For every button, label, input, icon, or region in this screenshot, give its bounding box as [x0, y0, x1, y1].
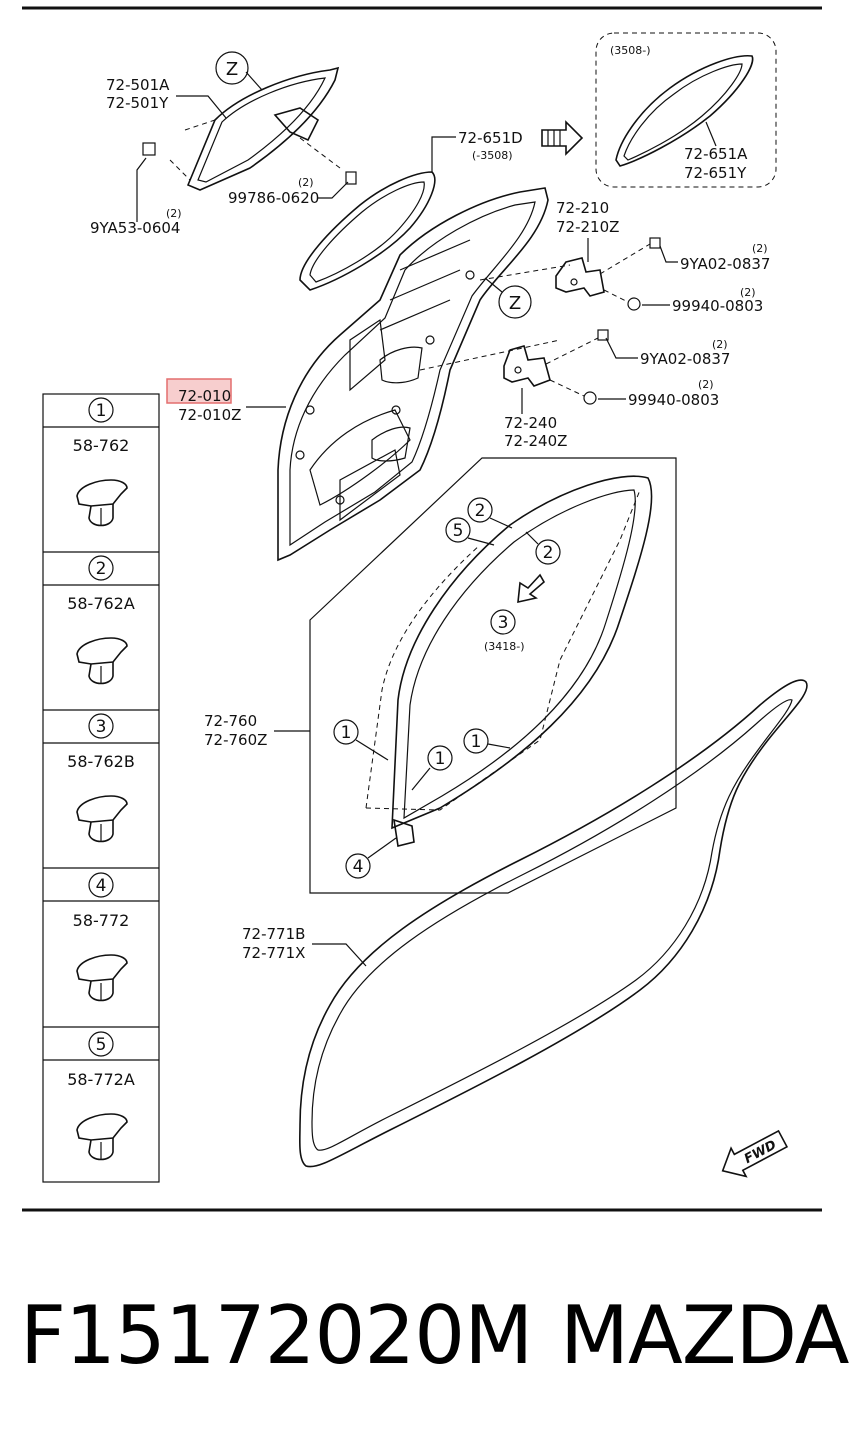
label-72-010[interactable]: 72-010 [178, 387, 231, 405]
label-99940-0803-lower-qty: (2) [698, 378, 714, 391]
fwd-label: FWD [742, 1138, 779, 1167]
label-99940-0803-upper-qty: (2) [740, 286, 756, 299]
label-72-240Z: 72-240Z [504, 432, 567, 450]
legend-num-3: 3 [96, 717, 107, 737]
svg-text:1: 1 [435, 749, 446, 769]
rear-quarter-glass [142, 66, 357, 191]
label-72-760Z: 72-760Z [204, 731, 267, 749]
legend-row-5: 5 58-772A [67, 1031, 135, 1161]
label-72-771X: 72-771X [242, 944, 305, 962]
clip-marker: 1 [411, 745, 453, 791]
label-9YA02-0837-upper: 9YA02-0837 [680, 255, 770, 273]
label-99786-0620-qty: (2) [298, 176, 314, 189]
clip-icon [76, 795, 128, 843]
svg-text:3: 3 [498, 613, 509, 633]
legend-num-4: 4 [96, 876, 107, 896]
label-9YA02-0837-lower-qty: (2) [712, 338, 728, 351]
label-72-760: 72-760 [204, 712, 257, 730]
label-72-210: 72-210 [556, 199, 609, 217]
clip-icon [76, 637, 128, 685]
clip-marker: 1 [333, 719, 389, 761]
label-9YA02-0837-lower: 9YA02-0837 [640, 350, 730, 368]
legend-part-1: 58-762 [73, 436, 130, 455]
footer-part-number: F15172020M [20, 1289, 533, 1382]
legend-num-5: 5 [96, 1035, 107, 1055]
label-72-210Z: 72-210Z [556, 218, 619, 236]
label-72-651D: 72-651D [458, 129, 523, 147]
svg-text:4: 4 [353, 857, 364, 877]
body-weatherstrip [298, 679, 808, 1168]
detail-mark-z-door: Z [509, 293, 521, 314]
legend-part-2: 58-762A [67, 594, 135, 613]
fwd-inset-arrow-icon [517, 573, 546, 604]
legend-part-5: 58-772A [67, 1070, 135, 1089]
label-9YA53-0604: 9YA53-0604 [90, 219, 180, 237]
svg-text:2: 2 [475, 501, 486, 521]
label-72-501A: 72-501A [106, 76, 170, 94]
hinge-lower [503, 329, 609, 405]
clip-icon [76, 954, 128, 1002]
footer-brand: MAZDA [560, 1289, 849, 1382]
label-99940-0803-upper: 99940-0803 [672, 297, 763, 315]
selected-part-highlight[interactable] [166, 378, 232, 404]
svg-text:1: 1 [471, 732, 482, 752]
label-72-240: 72-240 [504, 414, 557, 432]
label-72-501Y: 72-501Y [106, 94, 169, 112]
clip-marker: 4 [345, 837, 397, 879]
svg-text:1: 1 [341, 723, 352, 743]
clip-icon [76, 479, 128, 527]
label-99786-0620: 99786-0620 [228, 189, 319, 207]
svg-text:2: 2 [543, 543, 554, 563]
clip-marker: 2 [525, 531, 561, 565]
label-99940-0803-lower: 99940-0803 [628, 391, 719, 409]
clip-marker: 5 [445, 517, 495, 546]
legend-num-2: 2 [96, 559, 107, 579]
alt-seal-callout-box [595, 32, 777, 188]
legend-row-4: 4 58-772 [73, 872, 130, 1002]
alt-seal-arrow-icon [541, 120, 584, 156]
clip-marker: 1 [463, 728, 511, 754]
legend-row-3: 3 58-762B [67, 713, 135, 843]
weatherstrip-detail-frame [309, 457, 677, 894]
clip-marker: 3 [490, 609, 516, 635]
svg-text:5: 5 [453, 521, 464, 541]
label-72-771B: 72-771B [242, 925, 305, 943]
label-9YA53-0604-qty: (2) [166, 207, 182, 220]
label-72-651Y: 72-651Y [684, 164, 747, 182]
clip-legend-table [42, 393, 160, 1183]
legend-row-2: 2 58-762A [67, 555, 135, 685]
label-72-651A: 72-651A [684, 145, 748, 163]
rear-door-panel [277, 187, 571, 562]
label-3418-note: (3418-) [484, 640, 525, 653]
hinge-upper [555, 237, 661, 311]
legend-row-1: 1 58-762 [73, 397, 130, 527]
legend-part-4: 58-772 [73, 911, 130, 930]
label-72-651D-note: (-3508) [472, 149, 513, 162]
legend-num-1: 1 [96, 401, 107, 421]
detail-mark-z-top: Z [226, 59, 238, 80]
label-3508-note: (3508-) [610, 44, 651, 57]
legend-part-3: 58-762B [67, 752, 135, 771]
window-seal-651D [299, 171, 436, 291]
label-72-010Z: 72-010Z [178, 406, 241, 424]
fwd-arrow-icon: FWD [721, 1129, 789, 1178]
label-9YA02-0837-upper-qty: (2) [752, 242, 768, 255]
clip-marker: 2 [467, 497, 513, 529]
clip-icon [76, 1113, 128, 1161]
